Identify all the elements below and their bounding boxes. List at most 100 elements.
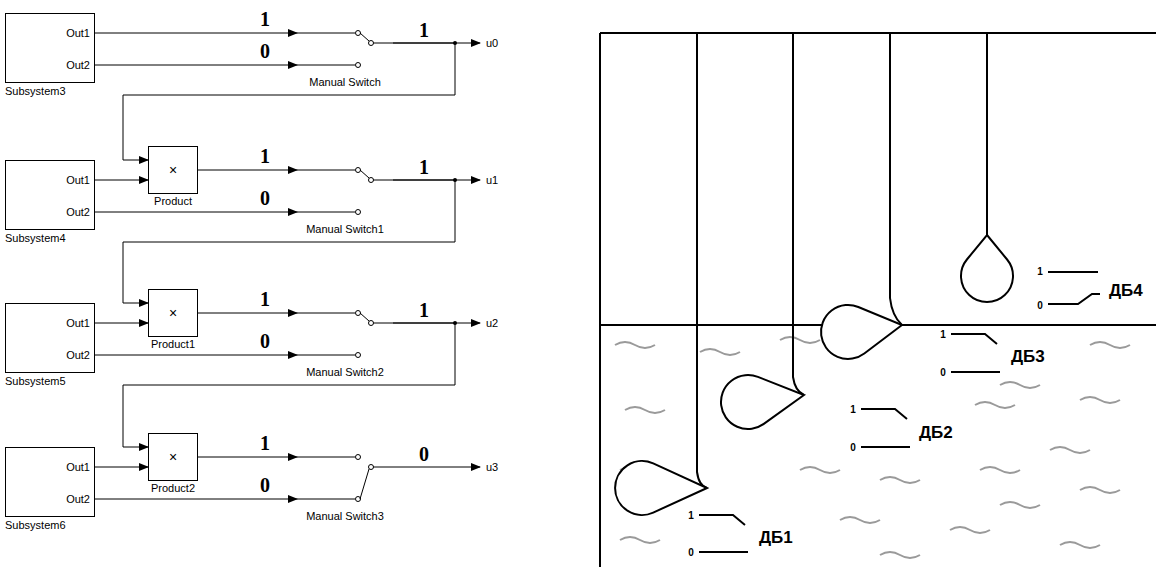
wave-stroke — [1000, 382, 1040, 388]
block-name: Product — [154, 195, 192, 208]
float — [615, 461, 707, 515]
port-name: Out2 — [66, 493, 90, 506]
subsystem-block: Out1Out2Subsystem6 — [5, 447, 95, 517]
signal-line — [95, 355, 297, 356]
signal-value: 1 — [417, 157, 431, 177]
product-sign: × — [169, 449, 177, 465]
contact-symbol — [951, 334, 1000, 372]
port-name: Out2 — [66, 206, 90, 219]
product-block: ×Product1 — [148, 289, 198, 337]
manual-switch: Manual Switch1 — [297, 160, 393, 222]
wave-stroke — [800, 467, 840, 473]
wave-stroke — [1090, 342, 1130, 348]
float — [961, 235, 1013, 302]
signal-value: 1 — [258, 9, 272, 29]
port-name: Out1 — [66, 174, 90, 187]
signal-value: 0 — [258, 475, 272, 495]
block-name: Product2 — [151, 482, 195, 495]
switch-symbol — [297, 160, 393, 222]
float — [721, 375, 804, 429]
port-name: Out1 — [66, 317, 90, 330]
product-block: ×Product — [148, 146, 198, 194]
switch-symbol — [297, 447, 393, 509]
wave-stroke — [880, 552, 920, 558]
wave-stroke — [1000, 502, 1040, 508]
sensor-name: ДБ1 — [758, 528, 794, 547]
block-name: Product1 — [151, 338, 195, 351]
port-name: Out1 — [66, 27, 90, 40]
output-port-name: u2 — [486, 317, 498, 330]
port-name: Out2 — [66, 349, 90, 362]
wave-stroke — [1050, 447, 1090, 453]
signal-line — [198, 170, 297, 171]
output-port-name: u3 — [486, 461, 498, 474]
port-name: Out1 — [66, 461, 90, 474]
wave-stroke — [950, 527, 990, 533]
output-port-name: u0 — [486, 37, 498, 50]
product-sign: × — [169, 162, 177, 178]
signal-line — [95, 323, 148, 324]
signal-line — [198, 457, 297, 458]
manual-switch: Manual Switch — [297, 23, 393, 75]
block-name: Manual Switch3 — [306, 510, 384, 523]
signal-line — [95, 180, 148, 181]
sensor-state: 0 — [688, 547, 694, 558]
signal-line — [123, 323, 455, 447]
wave-stroke — [625, 407, 665, 413]
port-name: Out2 — [66, 59, 90, 72]
subsystem-block: Out1Out2Subsystem3 — [5, 13, 95, 83]
float-cable — [986, 33, 988, 235]
floats — [615, 235, 1013, 515]
wave-stroke — [975, 402, 1015, 408]
contact-symbol — [1048, 272, 1100, 304]
wave-stroke — [700, 349, 740, 355]
wave-stroke — [840, 517, 880, 523]
block-name: Subsystem3 — [5, 85, 66, 98]
wave-stroke — [615, 342, 655, 348]
block-name: Subsystem6 — [5, 519, 66, 532]
sensor-name: ДБ2 — [918, 423, 954, 442]
float-cable — [697, 33, 707, 488]
signal-value: 0 — [417, 444, 431, 464]
signal-value: 1 — [258, 146, 272, 166]
wave-stroke — [1080, 487, 1120, 493]
signal-line — [95, 33, 297, 34]
output-wire — [393, 467, 480, 468]
contact-symbol — [861, 409, 910, 447]
wave-stroke — [1080, 397, 1120, 403]
sensor-name: ДБ3 — [1010, 347, 1046, 366]
sensor-state: 0 — [850, 442, 856, 453]
contact-symbol — [699, 515, 748, 552]
tank-frame — [600, 33, 1156, 567]
float — [821, 305, 902, 359]
block-name: Subsystem5 — [5, 375, 66, 388]
product-sign: × — [169, 305, 177, 321]
product-block: ×Product2 — [148, 433, 198, 481]
subsystem-block: Out1Out2Subsystem5 — [5, 303, 95, 373]
signal-line — [123, 43, 455, 160]
sensor-state: 1 — [688, 510, 694, 521]
signal-line — [123, 180, 455, 303]
signal-value: 0 — [258, 41, 272, 61]
block-name: Manual Switch2 — [306, 366, 384, 379]
signal-value: 1 — [417, 300, 431, 320]
sensor-state: 1 — [1037, 266, 1043, 277]
wave-stroke — [980, 467, 1020, 473]
signal-value: 1 — [258, 433, 272, 453]
float-cable — [890, 33, 902, 325]
block-name: Subsystem4 — [5, 232, 66, 245]
manual-switch: Manual Switch2 — [297, 303, 393, 365]
signal-line — [198, 313, 297, 314]
sensor-state: 1 — [850, 404, 856, 415]
signal-line — [95, 467, 148, 468]
signal-line — [95, 65, 297, 66]
signal-value: 1 — [258, 289, 272, 309]
output-port-name: u1 — [486, 174, 498, 187]
signal-line — [95, 212, 297, 213]
signal-value: 1 — [417, 20, 431, 40]
wave-stroke — [880, 477, 920, 483]
signal-value: 0 — [258, 188, 272, 208]
